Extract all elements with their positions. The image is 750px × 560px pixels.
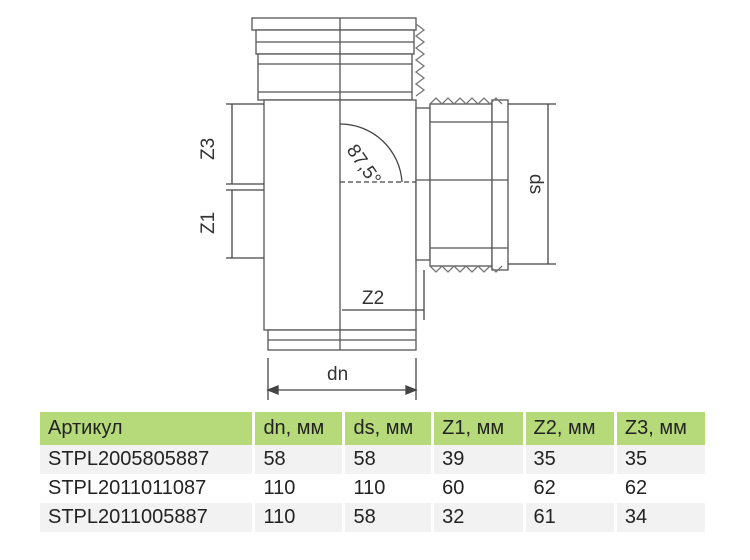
dn-label: dn <box>327 364 348 385</box>
ds-dimension <box>508 103 556 265</box>
cell-z3: 62 <box>613 474 705 503</box>
cell-article: STPL2011005887 <box>40 503 254 532</box>
cell-z3: 35 <box>613 445 705 474</box>
cell-z1: 60 <box>431 474 525 503</box>
cell-dn: 58 <box>252 445 344 474</box>
cell-z2: 62 <box>522 474 616 503</box>
table-row: STPL2005805887 58 58 39 35 35 <box>40 445 705 474</box>
cell-ds: 110 <box>342 474 433 503</box>
ds-label: ds <box>525 174 546 194</box>
z1-dimension <box>226 189 264 259</box>
cell-ds: 58 <box>342 503 433 532</box>
branch-pipe <box>415 97 509 273</box>
column-header-dn: dn, мм <box>252 412 344 445</box>
column-header-ds: ds, мм <box>342 412 433 445</box>
column-header-z1: Z1, мм <box>431 412 525 445</box>
cell-article: STPL2005805887 <box>40 445 254 474</box>
specification-table: Артикул dn, мм ds, мм Z1, мм Z2, мм Z3, … <box>40 412 705 532</box>
z3-dimension <box>226 103 264 185</box>
tee-fitting-drawing: Z3 Z1 Z2 dn ds 87,5° <box>198 17 556 400</box>
column-header-article: Артикул <box>40 412 254 445</box>
cell-z2: 35 <box>522 445 616 474</box>
angle-arc <box>339 123 403 183</box>
main-socket <box>251 17 426 101</box>
z2-label: Z2 <box>362 288 384 309</box>
main-pipe <box>263 18 417 351</box>
dn-dimension <box>266 358 418 400</box>
z2-dimension <box>342 270 425 320</box>
cell-ds: 58 <box>342 445 433 474</box>
table-row: STPL2011011087 110 110 60 62 62 <box>40 474 705 503</box>
cell-z3: 34 <box>613 503 705 532</box>
z3-label: Z3 <box>198 138 219 160</box>
cell-z2: 61 <box>522 503 616 532</box>
cell-dn: 110 <box>252 503 344 532</box>
cell-article: STPL2011011087 <box>40 474 254 503</box>
cell-z1: 32 <box>431 503 525 532</box>
table-row: STPL2011005887 110 58 32 61 34 <box>40 503 705 532</box>
cell-dn: 110 <box>252 474 344 503</box>
column-header-z2: Z2, мм <box>522 412 616 445</box>
cell-z1: 39 <box>431 445 525 474</box>
table-header-row: Артикул dn, мм ds, мм Z1, мм Z2, мм Z3, … <box>40 412 705 445</box>
column-header-z3: Z3, мм <box>613 412 705 445</box>
z1-label: Z1 <box>198 212 219 234</box>
